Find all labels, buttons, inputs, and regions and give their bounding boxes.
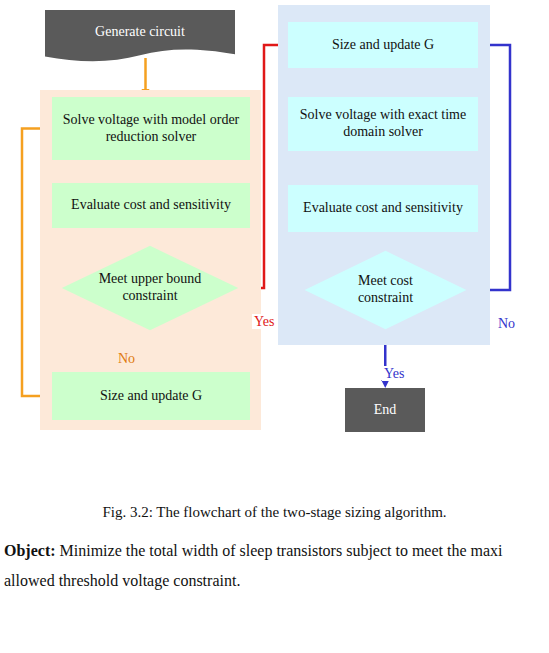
edge-label: No — [116, 351, 137, 366]
figure-caption: Fig. 3.2: The flowchart of the two-stage… — [0, 504, 549, 521]
paragraph-heading: Object: — [4, 542, 56, 559]
process-box: Solve voltage with model order reduction… — [52, 97, 250, 160]
node-text: Evaluate cost and sensitivity — [303, 200, 463, 217]
node-text: Meet upper bound constraint — [94, 271, 206, 305]
decision-diamond: Meet upper bound constraint — [60, 245, 240, 331]
node-text: Solve voltage with exact time domain sol… — [296, 107, 470, 141]
process-box: Evaluate cost and sensitivity — [52, 183, 250, 228]
process-box: Solve voltage with exact time domain sol… — [288, 97, 478, 151]
process-box: Size and update G — [52, 372, 250, 420]
edge-label: Yes — [252, 314, 276, 329]
node-text: Meet cost constraint — [335, 273, 437, 307]
edge-label: No — [496, 316, 517, 331]
paragraph-text: Minimize the total width of sleep transi… — [4, 542, 503, 589]
node-text: Generate circuit — [95, 24, 185, 41]
body-paragraph: Object: Minimize the total width of slee… — [4, 536, 544, 596]
start-document: Generate circuit — [45, 10, 235, 64]
node-text: Solve voltage with model order reduction… — [60, 112, 242, 146]
process-box: Size and update G — [288, 22, 478, 68]
node-text: End — [374, 402, 397, 419]
node-text: Size and update G — [100, 388, 202, 405]
node-text: Size and update G — [332, 37, 434, 54]
decision-diamond: Meet cost constraint — [303, 250, 468, 330]
end-box: End — [345, 388, 425, 432]
process-box: Evaluate cost and sensitivity — [288, 185, 478, 232]
edge-label: Yes — [382, 366, 406, 381]
node-text: Evaluate cost and sensitivity — [71, 197, 231, 214]
